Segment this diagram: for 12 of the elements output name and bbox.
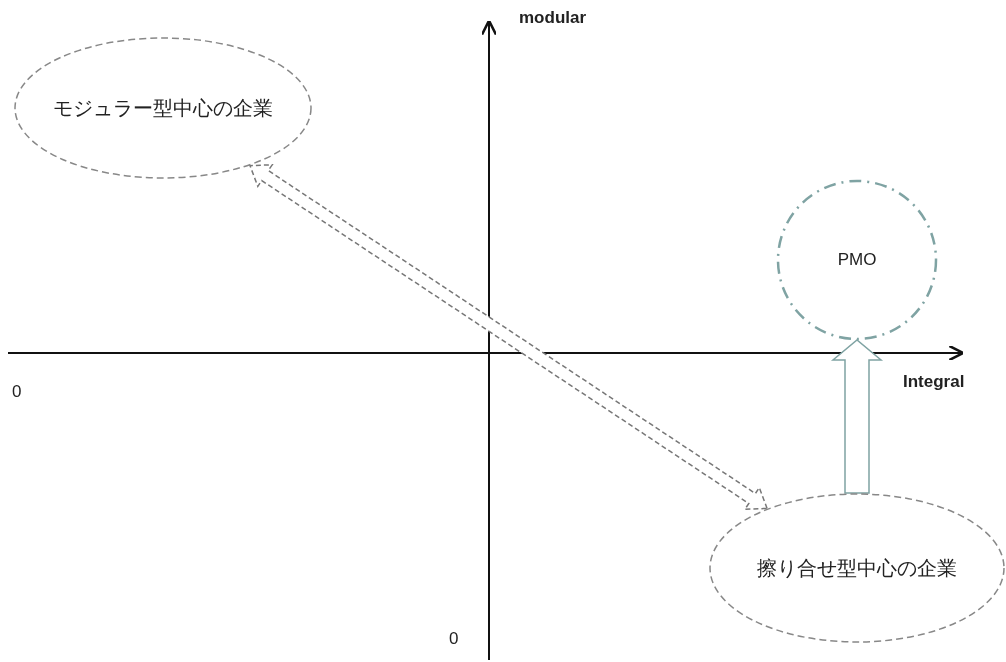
node-label: PMO <box>837 250 877 270</box>
block-arrow <box>830 339 884 494</box>
origin-label: 0 <box>12 382 22 402</box>
dash-dot-circle <box>777 180 937 340</box>
axis-label: modular <box>519 8 587 28</box>
node-label: 擦り合せ型中心の企業 <box>757 554 957 582</box>
node-label: モジュラー型中心の企業 <box>53 94 273 122</box>
dashed-ellipse <box>709 493 1005 643</box>
origin-label: 0 <box>449 629 459 649</box>
dashed-ellipse <box>14 37 312 179</box>
block-arrow <box>248 164 769 511</box>
axis-label: Integral <box>903 372 965 392</box>
